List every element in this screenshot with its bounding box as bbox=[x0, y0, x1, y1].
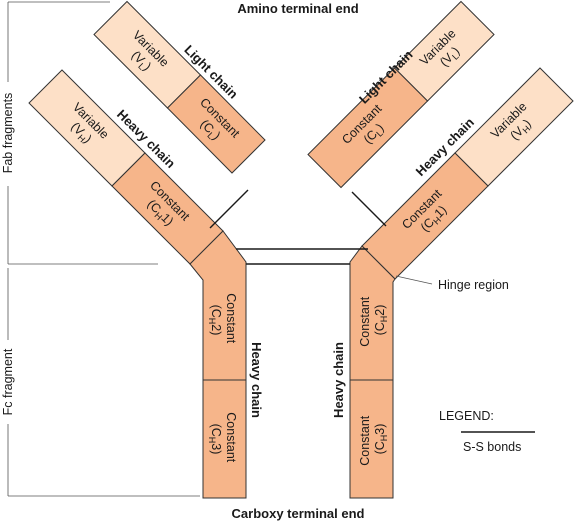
left-ch2-label: Constant (CH2) bbox=[207, 293, 238, 347]
right-ch2-label: Constant (CH2) bbox=[358, 293, 389, 347]
fab-fragments-label: Fab fragments bbox=[1, 93, 15, 174]
legend-title: LEGEND: bbox=[439, 409, 494, 423]
hinge-region-pointer bbox=[395, 275, 433, 285]
left-light-constant-region bbox=[166, 74, 266, 174]
left-ch3-label: Constant (CH3) bbox=[207, 412, 238, 466]
fc-fragment-label: Fc fragment bbox=[1, 348, 15, 415]
left-heavy-chain-stem: Constant (CH2) Constant (CH3) Heavy chai… bbox=[189, 230, 264, 499]
carboxy-terminal-label: Carboxy terminal end bbox=[232, 506, 365, 521]
hinge-region-label: Hinge region bbox=[438, 278, 509, 292]
disulfide-bonds bbox=[209, 189, 387, 265]
right-heavy-chain-stem: Constant (CH2) Constant (CH3) Heavy chai… bbox=[331, 245, 396, 499]
right-light-heavy-bond bbox=[351, 191, 387, 227]
right-light-constant-region bbox=[307, 67, 429, 189]
left-heavy-chain-stem-label: Heavy chain bbox=[249, 342, 264, 418]
legend-ss-bonds-label: S-S bonds bbox=[463, 440, 521, 454]
fc-bracket bbox=[7, 268, 200, 497]
right-ch3-region bbox=[349, 379, 394, 499]
right-heavy-chain-fab-arm: Variable (VH) Constant (CH1) Heavy chain bbox=[361, 67, 574, 280]
left-light-heavy-bond bbox=[209, 189, 249, 229]
legend: LEGEND: S-S bonds bbox=[439, 409, 535, 454]
right-ch3-label: Constant (CH3) bbox=[358, 412, 389, 466]
left-light-chain: Variable (VL) Constant (CL) Light chain bbox=[93, 0, 266, 174]
right-heavy-chain-stem-label: Heavy chain bbox=[331, 342, 346, 418]
left-ch3-region bbox=[202, 379, 247, 499]
amino-terminal-label: Amino terminal end bbox=[237, 1, 358, 16]
